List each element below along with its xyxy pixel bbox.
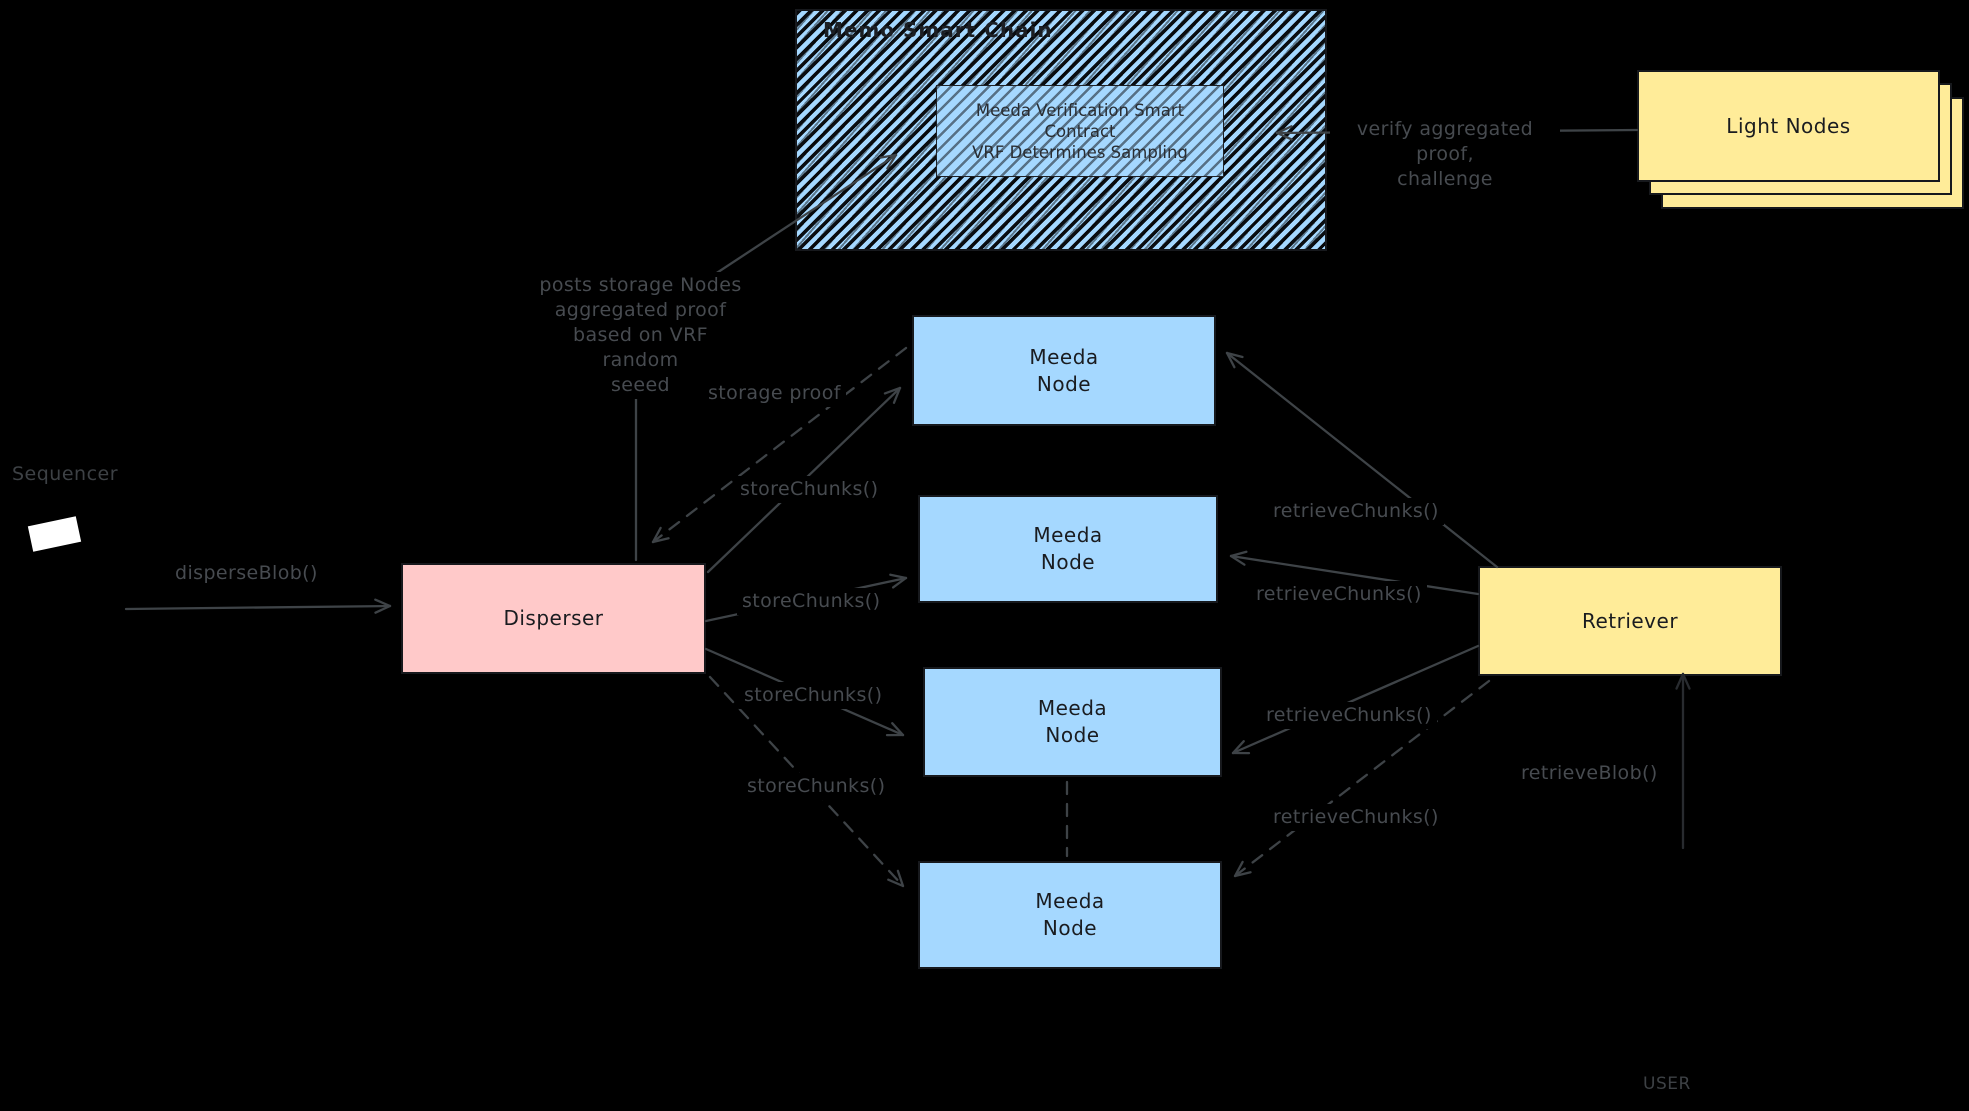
meeda-node-box-2: Meeda Node (918, 495, 1218, 603)
user-label: USER (1643, 1074, 1691, 1094)
store-chunks-label-2: storeChunks() (737, 588, 886, 615)
storage-proof-label: storage proof (703, 380, 846, 407)
store-chunks-label-4: storeChunks() (742, 773, 891, 800)
store-chunks-label-3: storeChunks() (739, 682, 888, 709)
retriever-box: Retriever (1478, 566, 1782, 676)
retrieve-chunks-label-4: retrieveChunks() (1268, 804, 1444, 831)
retrieve-blob-label: retrieveBlob() (1516, 760, 1663, 787)
meeda-verification-contract-label: Meeda Verification Smart Contract VRF De… (972, 100, 1188, 162)
meeda-node-box-3: Meeda Node (923, 667, 1222, 777)
meeda-node-box-4: Meeda Node (918, 861, 1222, 969)
retrieve-chunks-arrow-1 (1225, 351, 1499, 569)
verify-proof-label: verify aggregated proof, challenge (1330, 116, 1560, 193)
retrieve-chunks-label-1: retrieveChunks() (1268, 498, 1444, 525)
meeda-node-box-1: Meeda Node (912, 315, 1216, 426)
disperse-blob-arrow (124, 598, 392, 614)
meeda-node-label-1: Meeda Node (1029, 344, 1099, 396)
meeda-node-label-2: Meeda Node (1033, 523, 1103, 574)
meeda-node-label-4: Meeda Node (1035, 889, 1105, 940)
sequencer-label: Sequencer (12, 463, 119, 485)
meeda-verification-contract-box: Meeda Verification Smart Contract VRF De… (936, 85, 1224, 177)
disperse-blob-label: disperseBlob() (170, 560, 323, 587)
retrieve-blob-line (1675, 672, 1691, 850)
sequencer-shape (27, 516, 82, 552)
retrieve-chunks-label-3: retrieveChunks() (1261, 702, 1437, 729)
light-nodes-box: Light Nodes (1637, 70, 1940, 182)
retrieve-chunks-arrow-3 (1231, 644, 1480, 755)
memo-smart-chain-title: Memo Smart Chain (823, 18, 1053, 42)
meeda-node-label-3: Meeda Node (1037, 696, 1108, 747)
disperser-box: Disperser (401, 563, 706, 674)
store-chunks-label-1: storeChunks() (735, 476, 884, 503)
disperser-label: Disperser (503, 606, 604, 630)
retriever-label: Retriever (1581, 608, 1679, 633)
retrieve-chunks-label-2: retrieveChunks() (1251, 581, 1427, 608)
light-nodes-label: Light Nodes (1726, 113, 1851, 138)
